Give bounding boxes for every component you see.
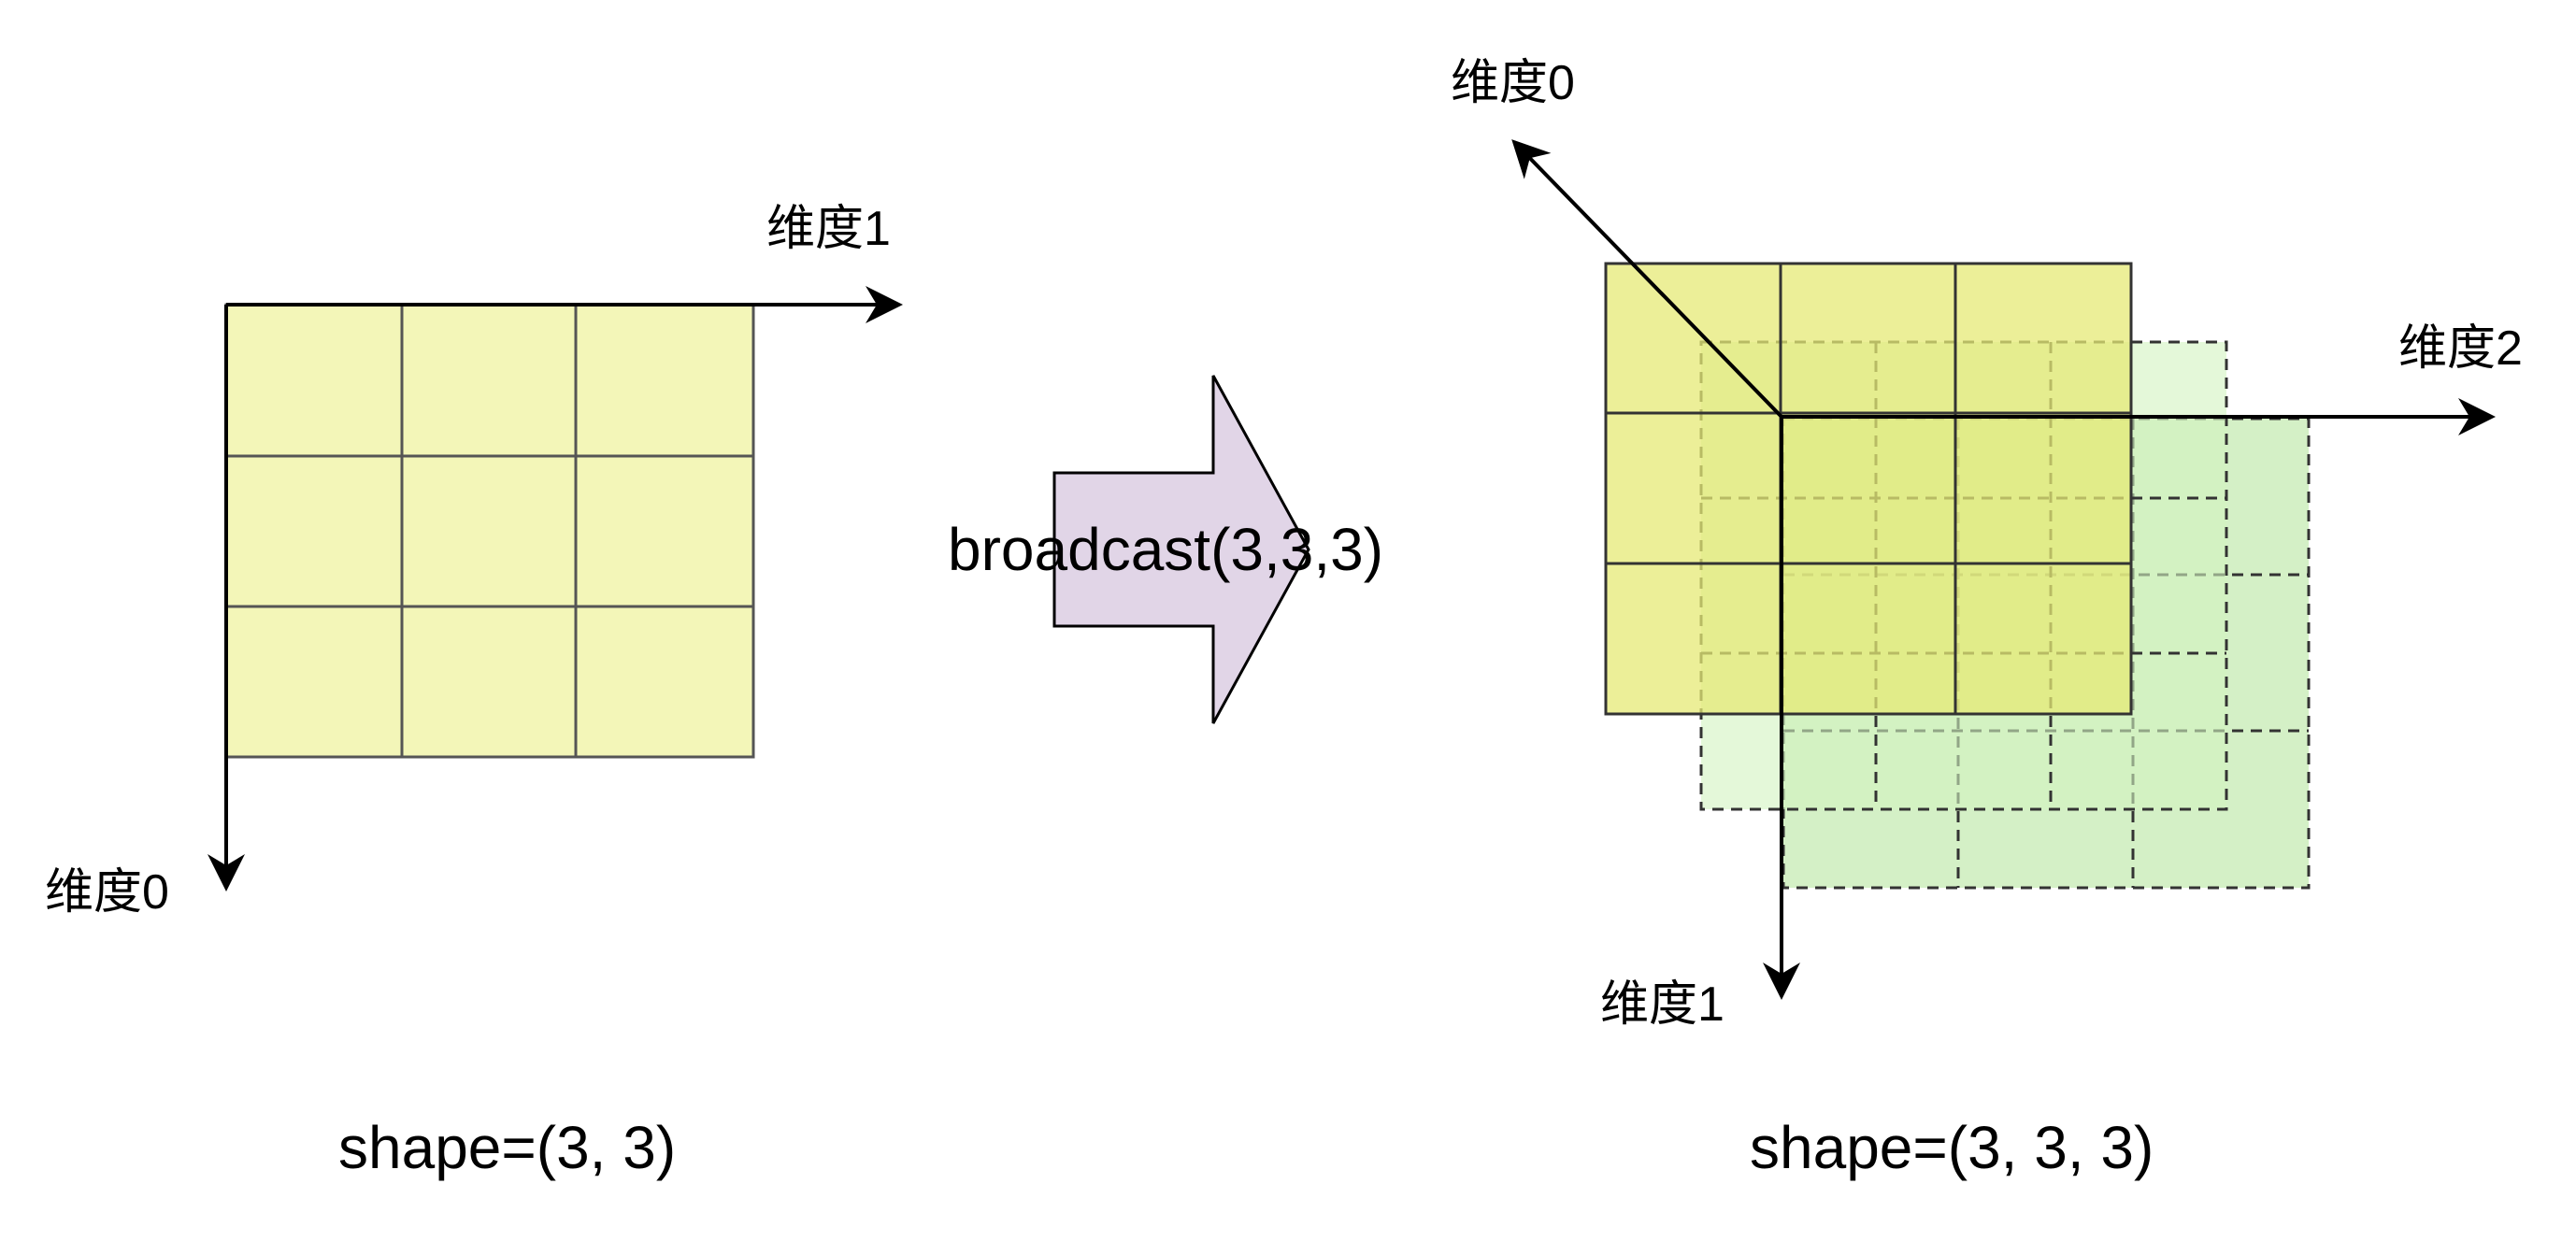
right-axis-dim0-arrow xyxy=(1511,139,1783,419)
broadcast-arrow-label: broadcast(3,3,3) xyxy=(948,516,1383,583)
left-shape-caption: shape=(3, 3) xyxy=(338,1114,676,1181)
broadcast-arrow: broadcast(3,3,3) xyxy=(948,375,1383,724)
left-axis-dim0-label: 维度0 xyxy=(45,865,169,920)
left-matrix: 维度1 维度0 shape=(3, 3) xyxy=(45,202,903,1181)
right-tensor: 维度0 维度2 维度1 shape=(3, 3, 3) xyxy=(1451,56,2523,1181)
layer-front xyxy=(1604,262,2133,716)
left-grid-background xyxy=(224,303,755,759)
right-axis-dim1-label: 维度1 xyxy=(1600,977,1724,1032)
left-grid-lines xyxy=(226,305,753,757)
broadcast-arrow-shape xyxy=(1052,375,1310,724)
left-axis-dim1-label: 维度1 xyxy=(766,202,891,256)
right-axis-dim2-label: 维度2 xyxy=(2398,321,2523,376)
right-shape-caption: shape=(3, 3, 3) xyxy=(1750,1114,2154,1181)
right-axis-dim0-label: 维度0 xyxy=(1451,56,1575,110)
